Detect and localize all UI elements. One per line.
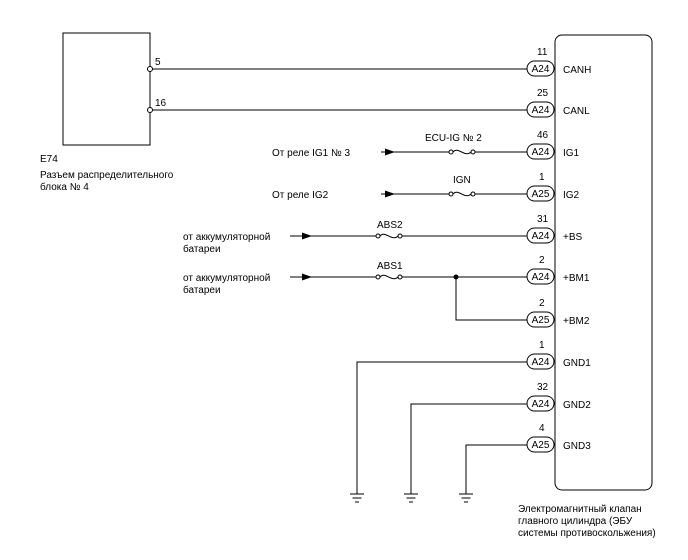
connector-id: A24	[532, 64, 550, 75]
source-battery1-line2: батареи	[183, 243, 221, 255]
ecu-caption-line1: Электромагнитный клапан	[518, 504, 642, 515]
fuse-icon	[452, 149, 472, 155]
connector-id: A24	[532, 105, 550, 116]
connector-id: A24	[532, 399, 550, 410]
connector-oval	[526, 436, 555, 453]
fuse-label: ABS1	[377, 261, 403, 272]
fuse-label: IGN	[453, 175, 471, 186]
connector-pin-number: 2	[539, 255, 545, 266]
connector-pin-number: 2	[539, 298, 545, 309]
junction-block-caption-line2: блока № 4	[40, 181, 89, 193]
ground-icon	[350, 493, 364, 503]
connector-id: A25	[532, 315, 550, 326]
fuse-label: ABS2	[377, 220, 403, 231]
connector-pin-number: 32	[537, 382, 549, 393]
circuit-canh: 5 11 A24 CANH	[147, 47, 591, 77]
connector-oval	[526, 60, 555, 77]
source-battery2-line1: от аккумуляторной	[183, 273, 270, 284]
connector-oval	[526, 311, 555, 328]
fuse-icon	[379, 274, 399, 280]
source-ig2-relay: От реле IG2	[272, 190, 329, 201]
connector-id: A24	[532, 357, 550, 368]
connector-pin-number: 31	[537, 214, 549, 225]
connector-pin-number: 1	[539, 340, 545, 351]
connector-oval	[526, 185, 555, 202]
circuit-gnd1: 1 A24 GND1	[350, 340, 591, 503]
connector-oval	[526, 227, 555, 244]
connector-id: A25	[532, 189, 550, 200]
signal-label: GND1	[563, 358, 591, 369]
fuse-icon	[379, 233, 399, 239]
pin-16-terminal	[147, 107, 153, 113]
junction-block-caption-line1: Разъем распределительного	[40, 170, 174, 181]
connector-pin-number: 25	[537, 88, 549, 99]
signal-label: IG2	[563, 190, 580, 201]
signal-label: GND3	[563, 441, 591, 452]
fuse-label: ECU-IG № 2	[425, 133, 482, 144]
circuit-ig1: От реле IG1 № 3 ECU-IG № 2 46 A24 IG1	[272, 130, 580, 160]
connector-pin-number: 46	[537, 130, 549, 141]
ecu-box	[554, 34, 653, 491]
signal-label: CANL	[563, 106, 590, 117]
source-battery2-line2: батареи	[183, 284, 221, 296]
arrow-icon	[385, 190, 395, 198]
signal-label: IG1	[563, 148, 580, 159]
connector-pin-number: 4	[539, 423, 545, 434]
arrow-icon	[385, 148, 395, 156]
circuit-bs: от аккумуляторной батареи ABS2 31 A24 +B…	[183, 214, 583, 255]
signal-label: CANH	[563, 65, 591, 76]
signal-label: +BS	[563, 232, 583, 243]
connector-oval	[526, 353, 555, 370]
connector-oval	[526, 395, 555, 412]
circuit-ig2: От реле IG2 IGN 1 A25 IG2	[272, 172, 580, 202]
connector-oval	[526, 101, 555, 118]
arrow-icon	[302, 273, 312, 281]
junction-pin-16: 16	[155, 98, 167, 109]
signal-label: +BM2	[563, 316, 590, 327]
circuit-gnd2: 32 A24 GND2	[404, 382, 591, 503]
connector-pin-number: 11	[537, 47, 548, 58]
arrow-icon	[302, 232, 312, 240]
source-battery1-line1: от аккумуляторной	[183, 232, 270, 243]
connector-id: A24	[532, 147, 550, 158]
source-ig1-relay: От реле IG1 № 3	[272, 148, 351, 159]
signal-label: GND2	[563, 400, 591, 411]
circuit-bm: от аккумуляторной батареи ABS1 2 A24 +BM…	[183, 255, 590, 328]
signal-label: +BM1	[563, 273, 590, 284]
junction-block-e74	[62, 32, 151, 146]
connector-id: A24	[532, 231, 550, 242]
connector-oval	[526, 143, 555, 160]
junction-block-id: E74	[40, 154, 58, 165]
junction-pin-5: 5	[155, 57, 161, 68]
connector-id: A24	[532, 272, 550, 283]
connector-oval	[526, 268, 555, 285]
ecu-caption-line3: системы противоскольжения)	[518, 528, 656, 539]
ground-icon	[404, 493, 418, 503]
pin-5-terminal	[147, 66, 153, 72]
circuit-canl: 16 25 A24 CANL	[147, 88, 590, 118]
ground-icon	[459, 493, 473, 503]
ecu-caption-line2: главного цилиндра (ЭБУ	[518, 516, 633, 527]
circuit-gnd3: 4 A25 GND3	[459, 423, 591, 503]
fuse-icon	[452, 191, 472, 197]
connector-id: A25	[532, 440, 550, 451]
connector-pin-number: 1	[539, 172, 545, 183]
